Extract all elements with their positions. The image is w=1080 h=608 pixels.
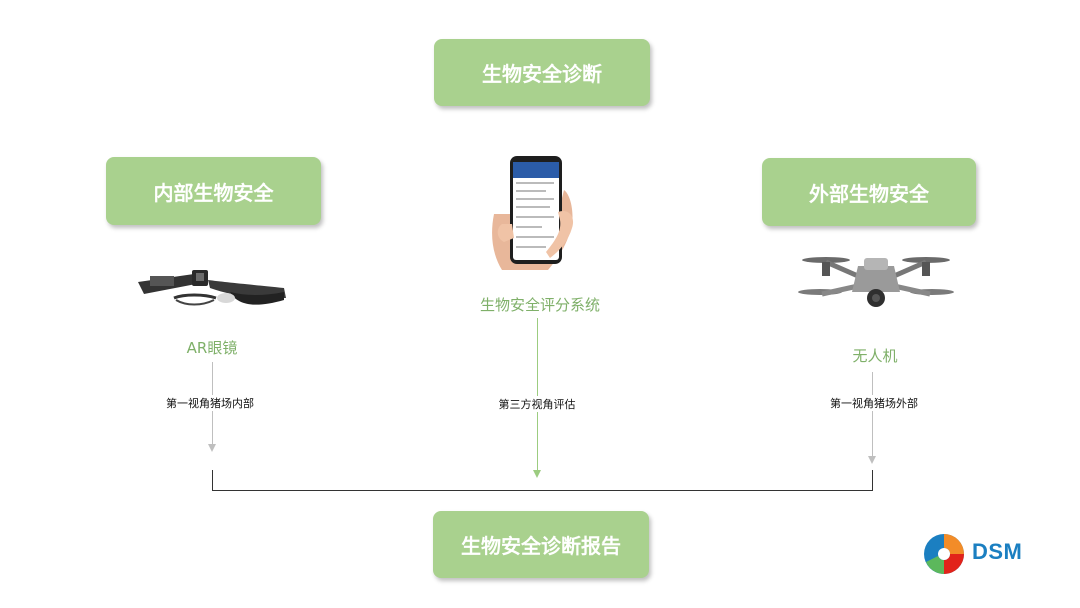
ar-glasses-icon: [138, 270, 286, 306]
diagnosis-report-box: 生物安全诊断报告: [433, 511, 649, 578]
dsm-logo-icon: [924, 534, 964, 574]
right-caption: 第一视角猪场外部: [812, 395, 936, 411]
merge-line-left: [212, 470, 213, 491]
diagnosis-box-label: 生物安全诊断: [482, 62, 602, 86]
center-arrowhead: [533, 470, 541, 478]
right-arrowhead: [868, 456, 876, 464]
drone-icon: [798, 257, 954, 307]
ar-glasses-label: AR眼镜: [186, 339, 238, 357]
smartphone-icon: [492, 156, 574, 270]
internal-biosecurity-box: 内部生物安全: [106, 157, 321, 225]
internal-biosecurity-label: 内部生物安全: [153, 180, 274, 205]
external-biosecurity-label: 外部生物安全: [809, 181, 929, 206]
merge-line-bottom: [212, 490, 873, 491]
diagnosis-box: 生物安全诊断: [434, 39, 650, 106]
center-arrow-line: [537, 318, 538, 470]
left-arrowhead: [208, 444, 216, 452]
diagnosis-report-label: 生物安全诊断报告: [461, 534, 621, 558]
right-arrow-line: [872, 372, 873, 456]
dsm-logo-text: DSM: [972, 539, 1023, 564]
external-biosecurity-box: 外部生物安全: [762, 158, 976, 226]
drone-label: 无人机: [852, 347, 898, 365]
scoring-system-label: 生物安全评分系统: [479, 296, 600, 314]
left-caption: 第一视角猪场内部: [148, 395, 272, 411]
merge-line-right: [872, 470, 873, 491]
center-caption: 第三方视角评估: [478, 396, 596, 412]
